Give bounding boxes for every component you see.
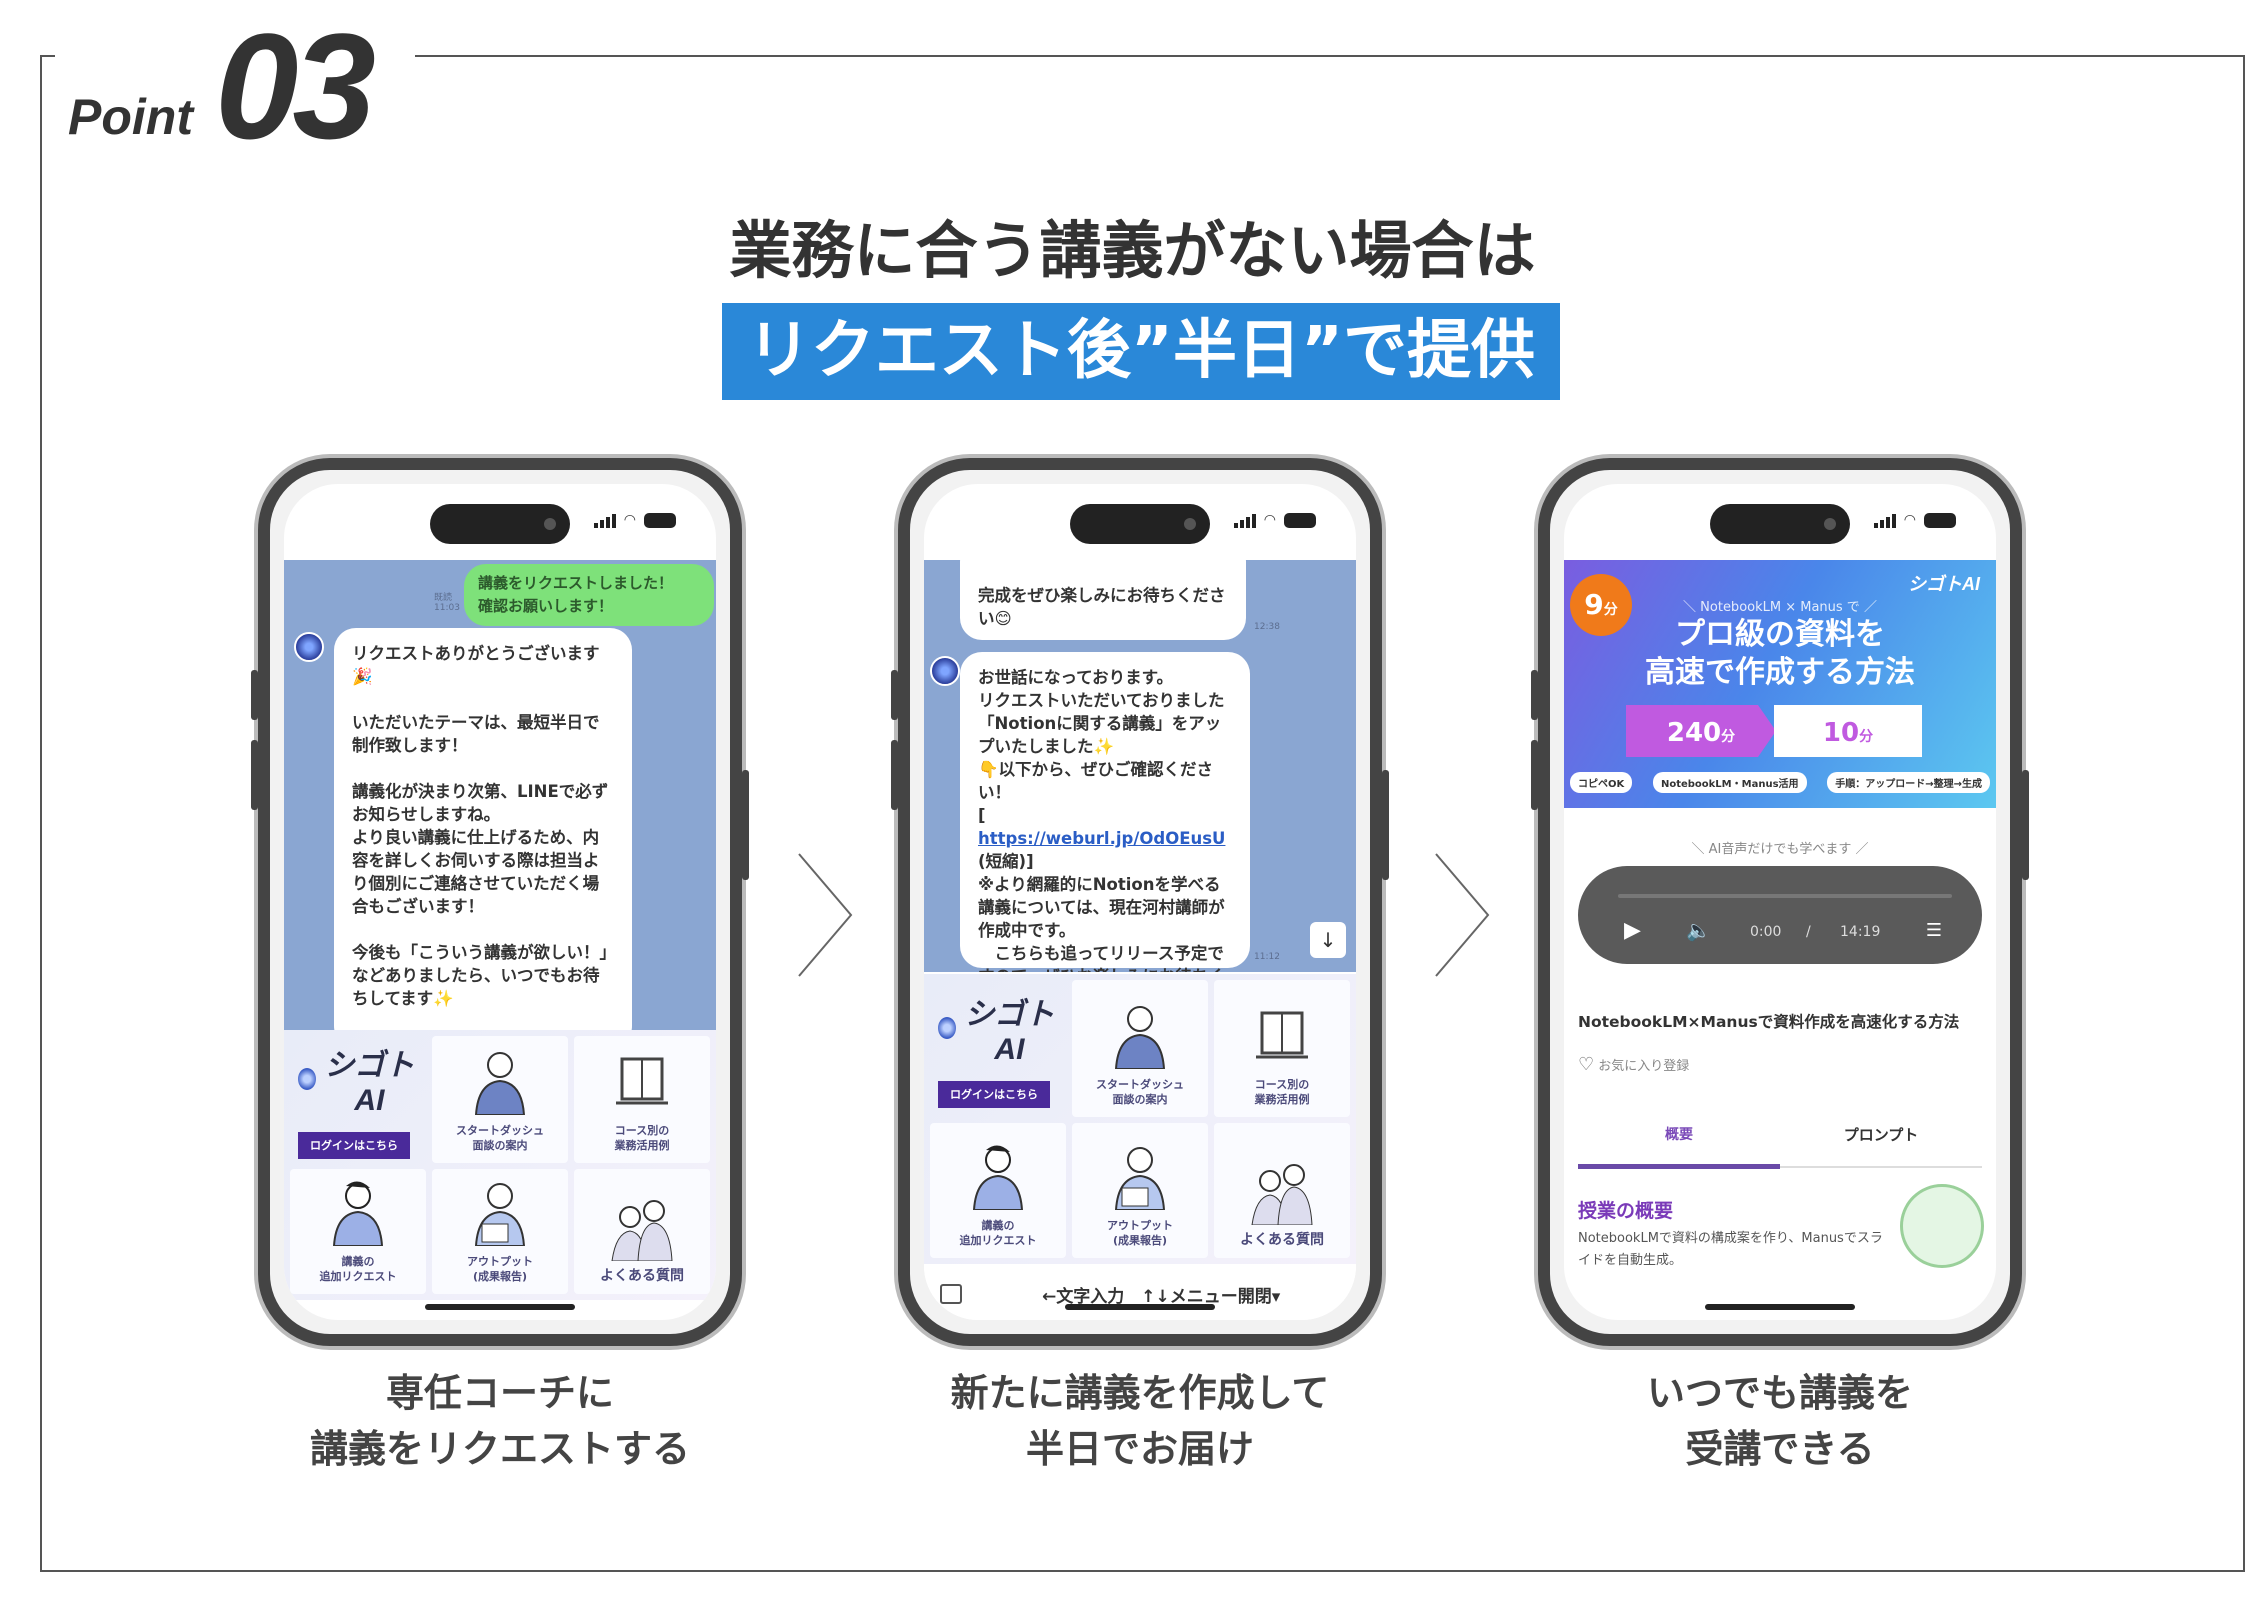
previous-message: 完成をぜひ楽しみにお待ちください😊 bbox=[960, 560, 1246, 640]
login-button[interactable]: ログインはこちら bbox=[938, 1080, 1050, 1108]
phone-3: ◠ シゴトAI 9分 ＼ NotebookLM × Manus で ／ プロ級の… bbox=[1531, 458, 2029, 1346]
dynamic-island bbox=[1070, 504, 1210, 544]
course-subtitle: ＼ NotebookLM × Manus で ／ bbox=[1683, 600, 1877, 615]
rich-menu: シゴトAI ログインはこちら スタートダッシュ 面談の案内 コース別の 業務活用例… bbox=[284, 1030, 716, 1300]
input-bar: ←文字入力 ↑↓メニュー開閉▾ bbox=[924, 1264, 1356, 1320]
tag: 手順：アップロード→整理→生成 bbox=[1827, 772, 1990, 793]
audio-player[interactable]: ▶ 🔈 0:00 / 14:19 ☰ bbox=[1578, 866, 1982, 964]
menu-tile-faq[interactable]: よくある質問 bbox=[574, 1168, 710, 1294]
person-illustration-icon bbox=[1114, 1005, 1166, 1069]
chevron-right-icon bbox=[798, 853, 853, 977]
signal-icon bbox=[593, 514, 616, 528]
caption-step-2: 新たに講義を作成して半日でお届け bbox=[950, 1371, 1330, 1471]
section-body: NotebookLMで資料の構成案を作り、Manusでスライドを自動生成。 bbox=[1578, 1231, 1883, 1268]
progress-track[interactable] bbox=[1618, 894, 1952, 898]
course-title: プロ級の資料を 高速で作成する方法 bbox=[1645, 617, 1915, 690]
people-illustration-icon bbox=[611, 1200, 673, 1261]
status-bar: ◠ bbox=[593, 512, 676, 528]
home-indicator bbox=[1065, 1304, 1215, 1310]
chevron-right-icon bbox=[1435, 853, 1490, 977]
menu-tile-start-dash[interactable]: スタートダッシュ 面談の案内 bbox=[432, 1036, 568, 1163]
after-time: 10分 bbox=[1774, 705, 1922, 757]
point-number: 03 bbox=[215, 2, 376, 170]
book-illustration-icon bbox=[616, 1057, 668, 1104]
menu-tile-course-examples[interactable]: コース別の 業務活用例 bbox=[574, 1036, 710, 1163]
notification-message: お世話になっております。 リクエストいただいておりました「Notionに関する講… bbox=[960, 652, 1250, 972]
dynamic-island bbox=[430, 504, 570, 544]
heart-icon: ♡ bbox=[1578, 1054, 1595, 1075]
course-thumbnail[interactable]: シゴトAI 9分 ＼ NotebookLM × Manus で ／ プロ級の資料… bbox=[1564, 560, 1996, 808]
reply-message: リクエストありがとうございます🎉 いただいたテーマは、最短半日で制作致します！ … bbox=[334, 628, 632, 1030]
chat-area[interactable]: 完成をぜひ楽しみにお待ちください😊 12:38 お世話になっております。 リクエ… bbox=[924, 560, 1356, 972]
highlight-banner: リクエスト後”半日”で提供 bbox=[722, 303, 1560, 400]
dynamic-island bbox=[1710, 504, 1850, 544]
person-tablet-illustration-icon bbox=[1114, 1147, 1166, 1210]
audio-note: ＼ AI音声だけでも学べます ／ bbox=[1691, 842, 1869, 857]
wifi-icon: ◠ bbox=[1263, 512, 1276, 528]
menu-tile-start-dash[interactable]: スタートダッシュ 面談の案内 bbox=[1072, 980, 1208, 1117]
point-label bbox=[55, 10, 415, 150]
favorite-button[interactable]: ♡ お気に入り登録 bbox=[1578, 1054, 1690, 1075]
instructor-avatar[interactable] bbox=[1900, 1184, 1984, 1268]
caption-step-1: 専任コーチに講義をリクエストする bbox=[309, 1371, 690, 1471]
people-illustration-icon bbox=[1251, 1164, 1313, 1225]
bot-avatar bbox=[294, 632, 324, 662]
home-indicator bbox=[1705, 1304, 1855, 1310]
tag: NotebookLM・Manus活用 bbox=[1652, 772, 1807, 793]
scroll-down-button[interactable]: ↓ bbox=[1310, 922, 1346, 958]
status-bar: ◠ bbox=[1873, 512, 1956, 528]
content-frame bbox=[40, 55, 2245, 1572]
battery-icon bbox=[644, 513, 676, 528]
login-button[interactable]: ログインはこちら bbox=[298, 1131, 410, 1159]
menu-tile-faq[interactable]: よくある質問 bbox=[1214, 1122, 1350, 1258]
phone-2: ◠ 完成をぜひ楽しみにお待ちください😊 12:38 お世話になっております。 リ… bbox=[891, 458, 1389, 1346]
chapters-icon[interactable]: ☰ bbox=[1925, 920, 1942, 941]
point-word: Point bbox=[68, 89, 193, 145]
status-bar: ◠ bbox=[1233, 512, 1316, 528]
book-illustration-icon bbox=[1256, 1011, 1308, 1058]
bot-avatar bbox=[930, 656, 960, 686]
rich-menu: シゴトAI ログインはこちら スタートダッシュ 面談の案内 コース別の 業務活用例… bbox=[924, 974, 1356, 1264]
brand-logo: シゴトAI bbox=[298, 1040, 418, 1118]
lesson-title: NotebookLM×Manusで資料作成を高速化する方法 bbox=[1578, 1013, 1960, 1031]
duration: 14:19 bbox=[1840, 924, 1881, 940]
menu-tile-course-examples[interactable]: コース別の 業務活用例 bbox=[1214, 980, 1350, 1117]
keyboard-icon[interactable] bbox=[940, 1284, 962, 1304]
wifi-icon: ◠ bbox=[623, 512, 636, 528]
brand-logo: シゴトAI bbox=[938, 989, 1058, 1067]
tag: コピペOK bbox=[1570, 772, 1633, 793]
page-title: 業務に合う講義がない場合は bbox=[729, 214, 1536, 287]
sent-message: 講義をリクエストしました！ 確認お願いします！ bbox=[464, 564, 714, 626]
signal-icon bbox=[1873, 514, 1896, 528]
person-phone-illustration-icon bbox=[972, 1145, 1024, 1210]
caption-step-3: いつでも講義を受講できる bbox=[1646, 1371, 1913, 1471]
lecture-link[interactable]: https://weburl.jp/OdOEusU bbox=[978, 829, 1226, 848]
person-tablet-illustration-icon bbox=[474, 1183, 526, 1246]
tab-prompt[interactable]: プロンプト bbox=[1843, 1126, 1919, 1144]
battery-icon bbox=[1924, 513, 1956, 528]
current-time: 0:00 bbox=[1750, 924, 1782, 940]
menu-tile-lecture-request[interactable]: 講義の 追加リクエスト bbox=[930, 1122, 1066, 1258]
tab-overview[interactable]: 概要 bbox=[1578, 1124, 1780, 1169]
wifi-icon: ◠ bbox=[1903, 512, 1916, 528]
signal-icon bbox=[1233, 514, 1256, 528]
volume-icon[interactable]: 🔈 bbox=[1686, 918, 1711, 942]
menu-tile-lecture-request[interactable]: 講義の 追加リクエスト bbox=[290, 1168, 426, 1294]
person-phone-illustration-icon bbox=[332, 1181, 384, 1246]
play-icon[interactable]: ▶ bbox=[1624, 918, 1641, 943]
before-time: 240分 bbox=[1626, 705, 1776, 757]
person-illustration-icon bbox=[474, 1051, 526, 1115]
home-indicator bbox=[425, 1304, 575, 1310]
menu-tile-output[interactable]: アウトプット (成果報告) bbox=[1072, 1122, 1208, 1258]
battery-icon bbox=[1284, 513, 1316, 528]
duration-badge: 9分 bbox=[1570, 574, 1632, 636]
menu-tile-output[interactable]: アウトプット (成果報告) bbox=[432, 1168, 568, 1294]
input-hint[interactable]: ←文字入力 ↑↓メニュー開閉▾ bbox=[1042, 1286, 1281, 1307]
section-title: 授業の概要 bbox=[1578, 1200, 1674, 1222]
tab-bar: 概要 プロンプト bbox=[1578, 1124, 1982, 1169]
brand-logo: シゴトAI bbox=[1908, 574, 1980, 594]
